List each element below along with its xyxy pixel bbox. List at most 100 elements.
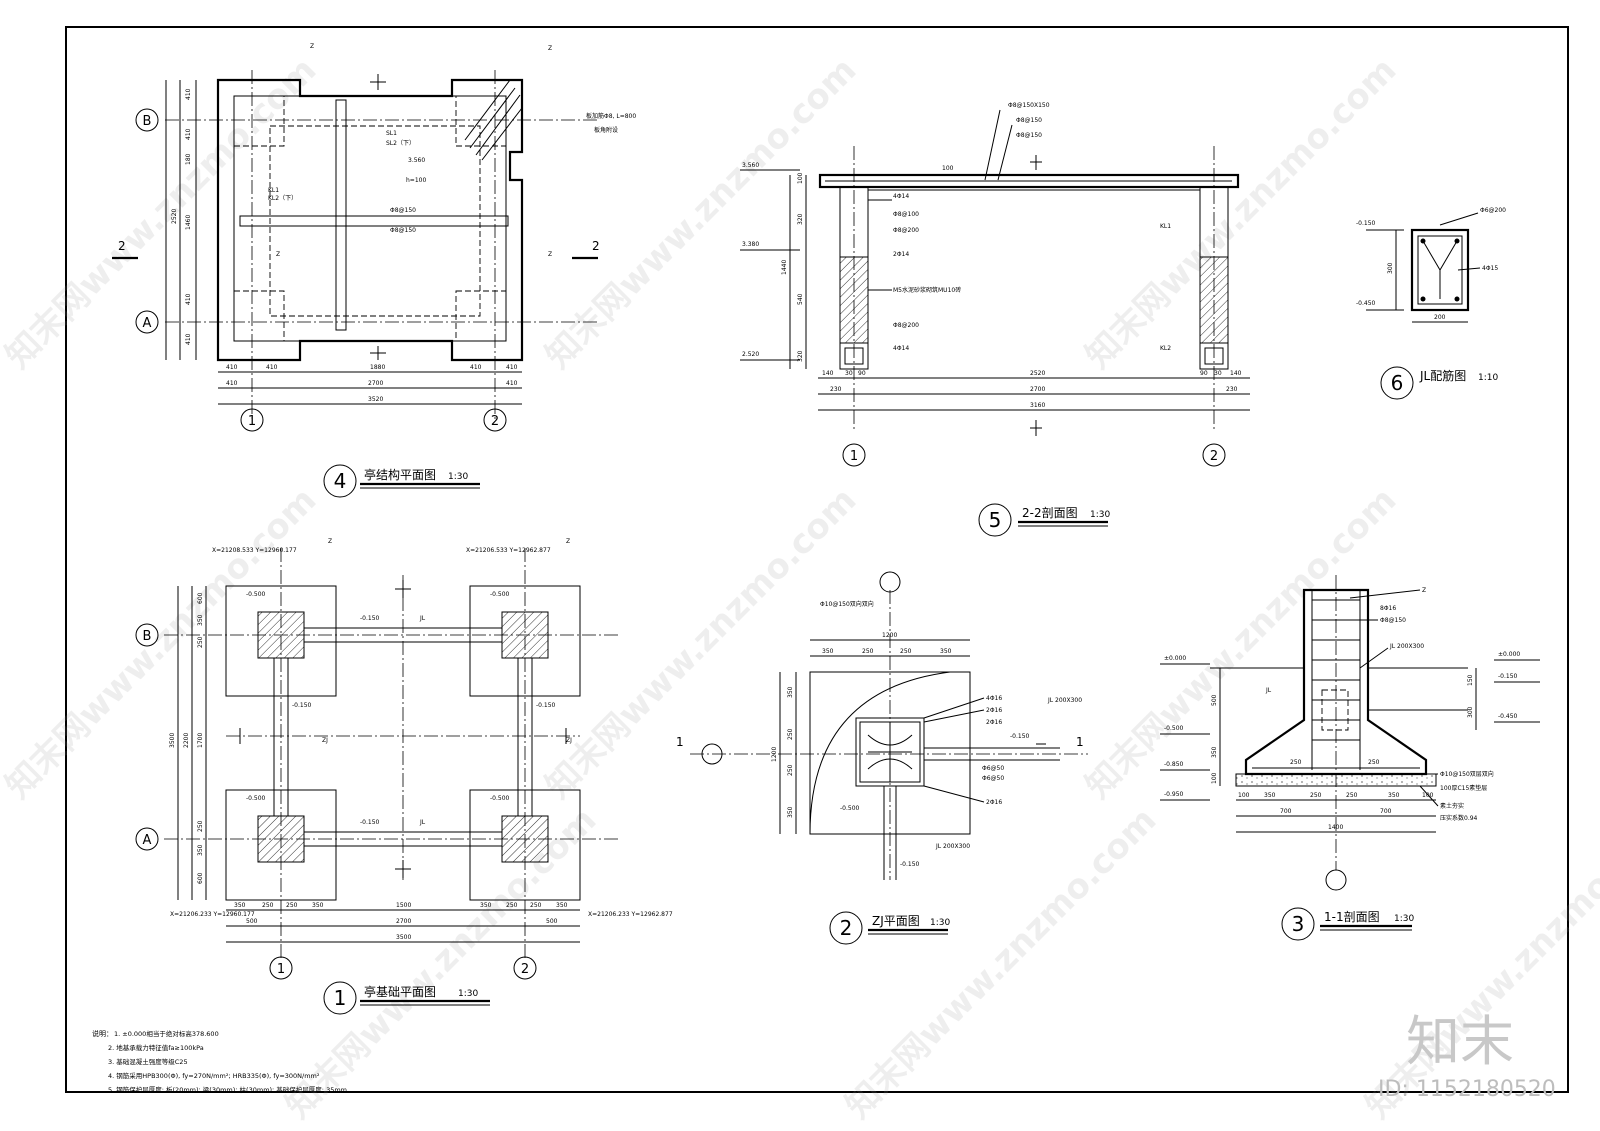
label: ZJ <box>566 737 572 744</box>
dim: 500 <box>1211 694 1218 706</box>
axis-label-2: 2 <box>1210 449 1218 464</box>
watermark: 知末网www.znzmo.com <box>538 50 864 376</box>
drawing-scale: 1:10 <box>1478 373 1498 383</box>
dim: 350 <box>556 902 568 909</box>
note: Φ10@150双向双向 <box>820 600 874 608</box>
note: Φ6@50 <box>982 775 1004 782</box>
note: 压实系数0.94 <box>1440 814 1478 822</box>
dim: 350 <box>234 902 246 909</box>
dim: 1500 <box>396 902 411 909</box>
level: -0.500 <box>1164 725 1184 732</box>
label: JL <box>419 615 426 622</box>
section-mark: 1 <box>676 735 684 749</box>
drawing-number: 3 <box>1292 912 1305 936</box>
level: -0.450 <box>1356 300 1376 307</box>
label: Z <box>328 538 332 545</box>
dim: 2700 <box>1030 386 1045 393</box>
watermark: 知末网www.znzmo.com <box>838 800 1164 1126</box>
note: Φ8@150X150 <box>1008 102 1050 109</box>
drawing-title: 1-1剖面图 <box>1324 910 1380 924</box>
dim: 500 <box>246 918 258 925</box>
note: Φ10@150双层双向 <box>1440 770 1494 778</box>
dim: 250 <box>862 648 874 655</box>
notes-line: 2. 地基承载力特征值fa≥100kPa <box>108 1043 204 1052</box>
watermark: 知末网www.znzmo.com <box>1078 480 1404 806</box>
image-id: ID: 1152180520 <box>1378 1077 1556 1102</box>
dim: 250 <box>506 902 518 909</box>
dim: 230 <box>1226 386 1238 393</box>
dim: 410 <box>226 364 238 371</box>
note: Φ6@50 <box>982 765 1004 772</box>
note: JL 200X300 <box>935 843 970 850</box>
dim: 350 <box>787 806 794 818</box>
watermark: 知末网www.znzmo.com <box>278 800 604 1126</box>
level: -0.150 <box>536 702 556 709</box>
drawing-number: 5 <box>989 508 1002 532</box>
dim: 100 <box>797 172 804 184</box>
note: Z <box>1422 587 1426 594</box>
note: Φ8@100 <box>893 211 919 218</box>
note: Φ8@200 <box>893 227 919 234</box>
watermark: 知末网www.znzmo.com <box>538 480 864 806</box>
note: JL 200X300 <box>1047 697 1082 704</box>
notes-line: 3. 基础混凝土强度等级C25 <box>108 1057 188 1066</box>
dim: 250 <box>197 820 204 832</box>
note: KL1 <box>268 187 279 194</box>
drawing-title: ZJ平面图 <box>872 914 920 928</box>
dim: 90 <box>858 370 866 377</box>
drawing-3-section-1-1: ±0.000 -0.500 -0.850 -0.950 ±0.000 -0.15… <box>1160 575 1540 941</box>
note: 100厚C15素垫层 <box>1440 784 1487 792</box>
note: 4Φ15 <box>1482 265 1498 272</box>
dim: 250 <box>1290 759 1302 766</box>
dim: 350 <box>1388 792 1400 799</box>
notes-line: 5. 钢筋保护层厚度: 板(20mm); 梁(30mm); 柱(30mm); 基… <box>108 1085 347 1094</box>
note: 2Φ16 <box>986 707 1002 714</box>
dim: 140 <box>822 370 834 377</box>
coordinate: X=21208.533 Y=12960.177 <box>212 547 297 554</box>
note: 素土夯实 <box>1440 802 1464 810</box>
dim: 410 <box>185 88 192 100</box>
note: h=100 <box>406 177 426 184</box>
dim: 1200 <box>771 747 778 762</box>
dim: 700 <box>1380 808 1392 815</box>
dim: 410 <box>506 380 518 387</box>
dim: 250 <box>262 902 274 909</box>
dim: 600 <box>197 592 204 604</box>
level: 3.560 <box>742 162 759 169</box>
label: JL <box>419 819 426 826</box>
dim: 140 <box>1230 370 1242 377</box>
axis-label-1: 1 <box>850 449 858 464</box>
dim: 350 <box>312 902 324 909</box>
axis-label-2: 2 <box>491 414 499 429</box>
dim: 1200 <box>882 632 897 639</box>
axis-label-1: 1 <box>248 414 256 429</box>
note: Φ8@150 <box>1380 617 1406 624</box>
note: 8Φ16 <box>1380 605 1396 612</box>
dim: 300 <box>1467 706 1474 718</box>
dim: 1880 <box>370 364 385 371</box>
drawing-4-structure-plan: B A 1 2 2 2 410 410 1880 410 410 410 270… <box>112 43 636 498</box>
drawing-title: JL配筋图 <box>1419 368 1466 383</box>
note: KL2（下） <box>268 195 297 202</box>
dim: 200 <box>1434 314 1446 321</box>
level: -0.500 <box>246 591 266 598</box>
dim: 410 <box>470 364 482 371</box>
dim: 2200 <box>183 733 190 748</box>
drawing-scale: 1:30 <box>930 918 950 928</box>
note: Φ8@200 <box>893 322 919 329</box>
coordinate: X=21206.233 Y=12962.877 <box>588 911 673 918</box>
level: -0.850 <box>1164 761 1184 768</box>
dim: 2700 <box>368 380 383 387</box>
dim: 250 <box>1310 792 1322 799</box>
level: -0.500 <box>490 591 510 598</box>
label-z: Z <box>276 251 280 258</box>
dim: 3520 <box>368 396 383 403</box>
watermark: 知末网www.znzmo.com <box>1078 50 1404 376</box>
dim: 90 <box>1200 370 1208 377</box>
dim: 600 <box>197 872 204 884</box>
level: -0.500 <box>490 795 510 802</box>
dim: 250 <box>197 636 204 648</box>
dim: 150 <box>1467 674 1474 686</box>
coordinate: X=21206.533 Y=12962.877 <box>466 547 551 554</box>
